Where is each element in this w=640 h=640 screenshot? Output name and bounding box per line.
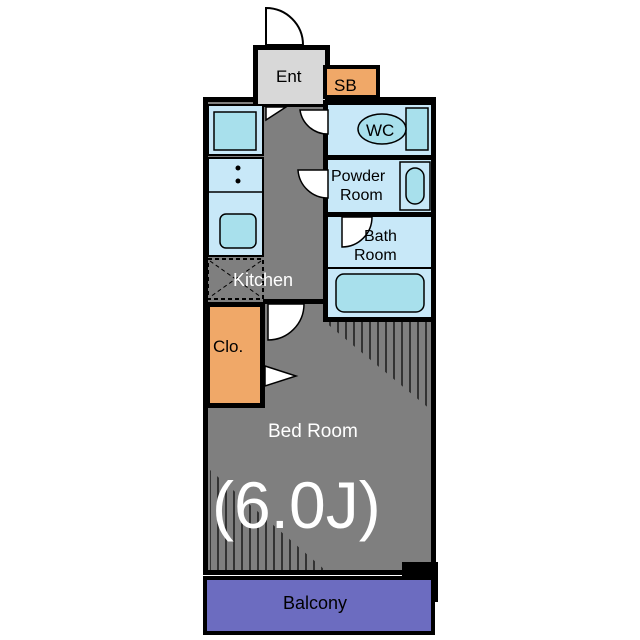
balcony-label: Balcony — [283, 593, 347, 613]
closet-label: Clo. — [213, 337, 243, 356]
powder-room-label-2: Room — [340, 187, 383, 204]
entrance-floor — [258, 50, 325, 104]
shoe-box-label: SB — [334, 76, 357, 95]
wc-label: WC — [366, 121, 394, 140]
bathtub — [335, 273, 425, 313]
closet-door-swing — [264, 364, 299, 388]
bedroom-door-swing — [267, 303, 305, 341]
bedroom-label: Bed Room — [268, 421, 358, 442]
kitchen-bedroom-partition — [263, 299, 323, 304]
wc-door-swing — [299, 109, 329, 135]
shoe-box — [323, 65, 380, 99]
hall-door-swing — [265, 106, 289, 122]
fridge — [213, 111, 257, 151]
closet — [210, 307, 260, 403]
bath-label-2: Room — [354, 247, 397, 264]
wc-bowl — [357, 113, 407, 145]
bath-door-swing — [341, 216, 373, 248]
entrance-door-swing — [265, 6, 305, 46]
hatch-upper-right — [325, 322, 431, 410]
wc-tank — [405, 107, 429, 151]
powder-room-label-1: Powder — [331, 168, 386, 185]
balcony — [203, 576, 435, 635]
bath-label-1: Bath — [364, 228, 397, 245]
entrance-label: Ent — [276, 67, 302, 86]
hatch-lower-left — [210, 470, 325, 570]
kitchen-label: Kitchen — [233, 270, 293, 290]
powder-door-swing — [297, 169, 329, 199]
stove-burner-1 — [235, 165, 241, 171]
bedroom-size: (6.0J) — [212, 468, 381, 542]
kitchen-sink — [219, 213, 257, 249]
powder-sink — [405, 167, 425, 205]
washer-x-2 — [209, 260, 262, 298]
stove-burner-2 — [235, 178, 241, 184]
